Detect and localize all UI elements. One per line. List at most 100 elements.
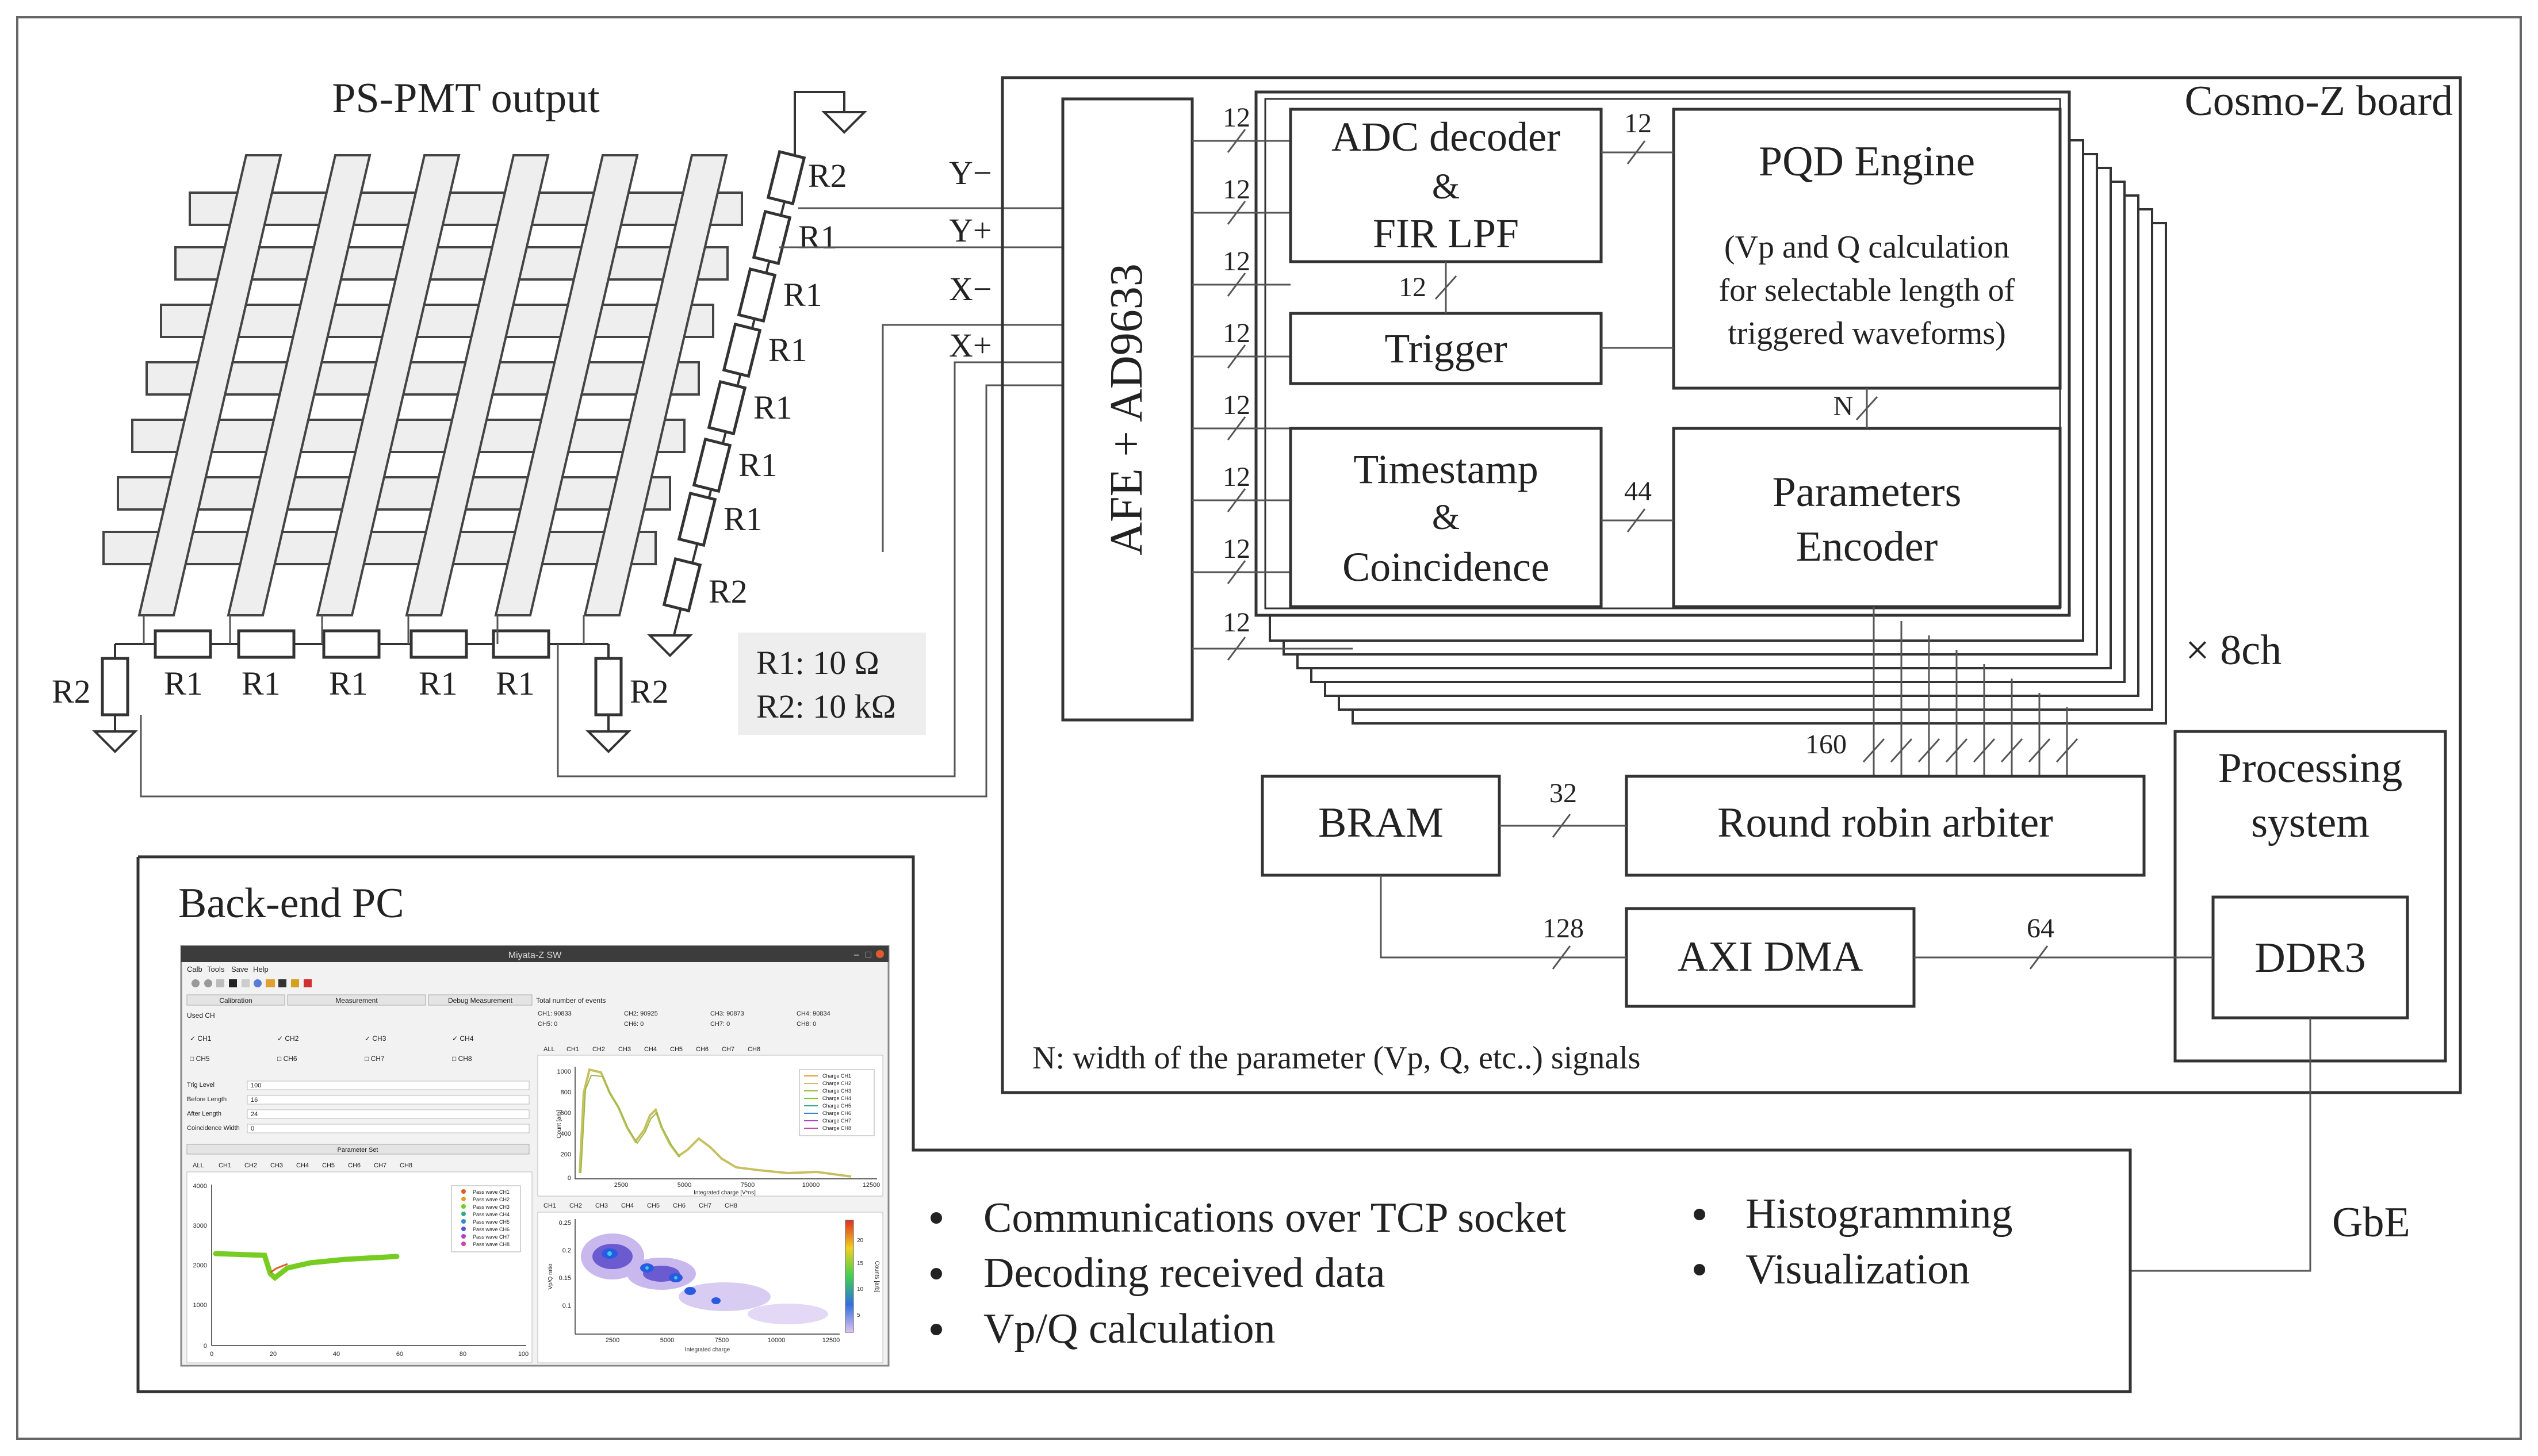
brush-icon[interactable]: [291, 979, 299, 987]
tab-ch[interactable]: CH6: [673, 1202, 686, 1209]
tab-ch[interactable]: CH6: [696, 1046, 709, 1053]
menu-calb[interactable]: Calb: [187, 965, 202, 974]
tab-ch[interactable]: CH1: [543, 1202, 556, 1209]
bus-width: 12: [1223, 462, 1250, 492]
close-icon[interactable]: [876, 950, 884, 958]
tick: 4000: [193, 1183, 207, 1190]
tab-all[interactable]: ALL: [193, 1162, 204, 1169]
before-length-input[interactable]: [247, 1095, 530, 1105]
tab-ch[interactable]: CH2: [569, 1202, 582, 1209]
tab-ch[interactable]: CH3: [595, 1202, 608, 1209]
tick: 0.1: [562, 1302, 571, 1309]
globe-icon[interactable]: [254, 979, 262, 987]
d-strip: [583, 154, 728, 616]
stop-icon[interactable]: [229, 979, 237, 987]
refresh-icon[interactable]: [204, 979, 212, 987]
label-r1: R1: [723, 500, 763, 538]
tab-ch[interactable]: CH4: [644, 1046, 657, 1053]
menu-help[interactable]: Help: [253, 965, 269, 974]
legend-r1: R1: 10 Ω: [756, 644, 879, 681]
tab-ch[interactable]: CH8: [400, 1162, 412, 1169]
bus-width: 12: [1223, 102, 1250, 133]
ch-checkbox[interactable]: ✓ CH2: [277, 1034, 299, 1043]
ch-checkbox[interactable]: □ CH6: [277, 1055, 297, 1063]
ch-checkbox[interactable]: □ CH5: [190, 1055, 210, 1063]
menu-save[interactable]: Save: [231, 965, 248, 974]
parameter-set-button[interactable]: [186, 1144, 530, 1155]
ch-checkbox[interactable]: □ CH8: [452, 1055, 472, 1063]
after-length-input[interactable]: [247, 1109, 530, 1119]
tab-ch[interactable]: CH5: [647, 1202, 660, 1209]
tab-ch[interactable]: CH7: [722, 1046, 734, 1053]
h-strip: [146, 361, 700, 396]
tab-ch[interactable]: CH4: [296, 1162, 309, 1169]
ch-checkbox[interactable]: ✓ CH1: [190, 1034, 212, 1043]
resistor-r1: [322, 629, 381, 659]
tab-ch[interactable]: CH1: [566, 1046, 579, 1053]
page-icon[interactable]: [242, 979, 250, 987]
tick: 0.2: [562, 1247, 571, 1254]
legend-item: Pass wave CH4: [473, 1212, 510, 1217]
ground-icon: [821, 111, 867, 134]
scatter-plot: CH1 CH2 CH3 CH4 CH5 CH6 CH7 CH8 0.25 0.2…: [537, 1202, 883, 1363]
tab-ch[interactable]: CH3: [618, 1046, 631, 1053]
ch-checkbox[interactable]: □ CH7: [365, 1055, 385, 1063]
hist-tab-bar: ALL CH1 CH2 CH3 CH4 CH5 CH6 CH7 CH8: [543, 1046, 760, 1053]
d-strip: [494, 154, 639, 616]
tab-all[interactable]: ALL: [543, 1046, 555, 1053]
tab-ch[interactable]: CH2: [592, 1046, 605, 1053]
save-icon[interactable]: [278, 979, 286, 987]
resistor-r1: [237, 629, 296, 659]
coincidence-width-input[interactable]: [247, 1124, 530, 1133]
scatter-tab-bar: CH1 CH2 CH3 CH4 CH5 CH6 CH7 CH8: [543, 1202, 737, 1209]
axi-dma-label: AXI DMA: [1678, 933, 1863, 980]
tab-ch[interactable]: CH5: [322, 1162, 335, 1169]
copy-icon[interactable]: [216, 979, 224, 987]
count: CH5: 0: [538, 1021, 557, 1028]
tab-ch[interactable]: CH7: [699, 1202, 711, 1209]
menu-tools[interactable]: Tools: [207, 965, 225, 974]
pmt-title: PS-PMT output: [332, 75, 600, 122]
scatter-ylabel: Vp/Q ratio: [548, 1263, 554, 1289]
tab-ch[interactable]: CH1: [219, 1162, 231, 1169]
tab-ch[interactable]: CH5: [670, 1046, 683, 1053]
minimize-icon[interactable]: –: [854, 950, 859, 960]
folder-icon[interactable]: [266, 979, 275, 987]
tab-ch[interactable]: CH4: [621, 1202, 634, 1209]
tab-ch[interactable]: CH6: [348, 1162, 361, 1169]
label-r1: R1: [768, 331, 807, 369]
gbe-label: GbE: [2332, 1199, 2410, 1246]
hist-legend: [799, 1069, 875, 1136]
trig-level-input[interactable]: [247, 1080, 530, 1090]
tab-ch[interactable]: CH7: [374, 1162, 386, 1169]
tab-measurement[interactable]: [287, 994, 426, 1006]
gear-icon[interactable]: [192, 979, 200, 987]
tab-ch[interactable]: CH8: [748, 1046, 760, 1053]
signal-x-minus: X−: [949, 270, 992, 308]
tab-ch[interactable]: CH8: [725, 1202, 737, 1209]
close-icon[interactable]: [304, 979, 312, 987]
legend-item: Charge CH2: [822, 1080, 851, 1086]
tab-ch[interactable]: CH2: [244, 1162, 257, 1169]
wire-x-plus: [557, 361, 1063, 777]
tab-ch[interactable]: CH3: [270, 1162, 283, 1169]
tick: 0: [210, 1351, 213, 1358]
tab-debug-measurement[interactable]: [428, 994, 533, 1006]
tab-calibration[interactable]: [186, 994, 285, 1006]
bullet-text: Visualization: [1745, 1246, 1970, 1293]
pqd-engine-block: [1672, 108, 2062, 390]
tick: 2000: [193, 1262, 207, 1269]
ch-checkbox[interactable]: ✓ CH3: [365, 1034, 386, 1043]
count: CH7: 0: [710, 1021, 730, 1028]
ch-checkbox[interactable]: ✓ CH4: [452, 1034, 474, 1043]
bottom-resistor-chain: R2 R1 R1 R1 R1 R1 R2: [52, 615, 669, 753]
count: CH8: 0: [797, 1021, 816, 1028]
field-value: 100: [251, 1082, 261, 1089]
legend-item: Charge CH4: [822, 1095, 851, 1101]
encoder-label-2: Encoder: [1796, 523, 1938, 570]
bus-width: 12: [1223, 318, 1250, 348]
tick: 10000: [768, 1337, 786, 1344]
maximize-icon[interactable]: □: [866, 950, 871, 960]
bullet-dot: [931, 1268, 942, 1279]
label-r1: R1: [798, 219, 837, 256]
